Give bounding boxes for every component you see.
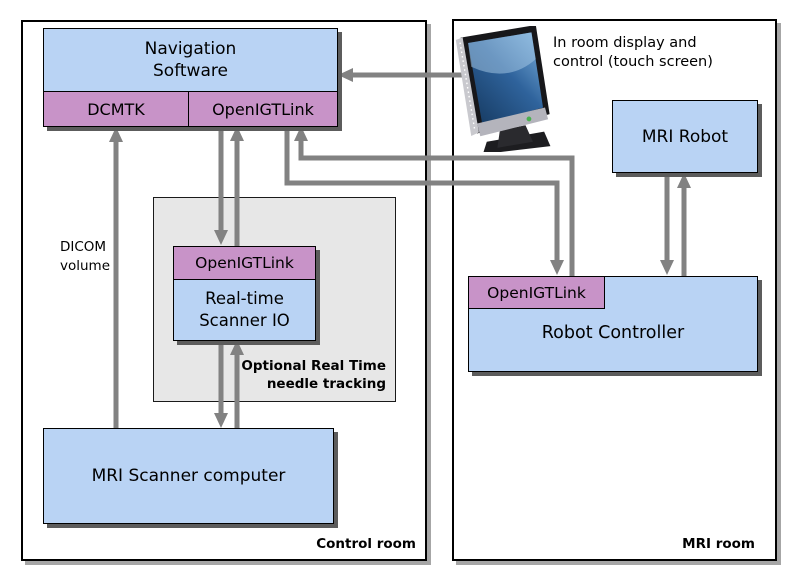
control-room-label: Control room <box>316 536 416 552</box>
robot-controller-label: Robot Controller <box>541 323 685 343</box>
dcmtk-box: DCMTK <box>44 92 189 126</box>
tracking-openigtlink-box: OpenIGTLink <box>174 247 315 280</box>
realtime-scanner-io-box: OpenIGTLink Real-time Scanner IO <box>173 246 316 341</box>
monitor-label-line1: In room display and <box>553 35 697 51</box>
navigation-openigtlink-box: OpenIGTLink <box>212 99 314 119</box>
navigation-line1: Navigation <box>144 38 237 59</box>
optional-tracking-line2: needle tracking <box>266 375 386 392</box>
dicom-line1: DICOM <box>60 239 107 255</box>
realtime-scanner-io-label: Real-time Scanner IO <box>174 280 315 340</box>
navigation-line2: Software <box>153 61 228 81</box>
navigation-software-label: Navigation Software <box>44 29 337 91</box>
mri-room-label: MRI room <box>682 536 755 552</box>
controller-openigtlink-box: OpenIGTLink <box>468 276 605 309</box>
monitor-label-line2: control (touch screen) <box>553 53 713 70</box>
in-room-display-label: In room display and control (touch scree… <box>553 34 713 72</box>
realtime-line1: Real-time <box>205 288 284 308</box>
navigation-protocol-row: DCMTK OpenIGTLink <box>44 91 337 126</box>
optional-tracking-label: Optional Real Time needle tracking <box>186 358 386 393</box>
optional-tracking-line1: Optional Real Time <box>241 358 386 374</box>
dicom-volume-label: DICOM volume <box>60 238 110 276</box>
dicom-line2: volume <box>60 257 111 274</box>
touch-screen-monitor-icon <box>455 26 551 152</box>
mri-scanner-computer-box: MRI Scanner computer <box>43 428 334 524</box>
realtime-line2: Scanner IO <box>199 311 290 330</box>
mri-robot-box: MRI Robot <box>612 100 758 173</box>
navigation-software-box: Navigation Software DCMTK OpenIGTLink <box>43 28 338 127</box>
robot-controller-box: Robot Controller <box>468 276 758 372</box>
